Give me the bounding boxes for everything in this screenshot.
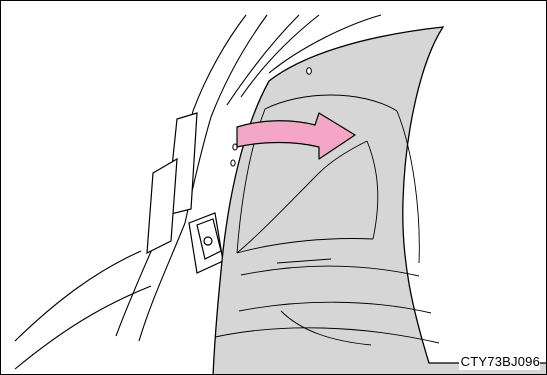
trunk-side-panel — [213, 27, 547, 375]
figure-reference-code: CTY73BJ096 — [459, 354, 540, 370]
